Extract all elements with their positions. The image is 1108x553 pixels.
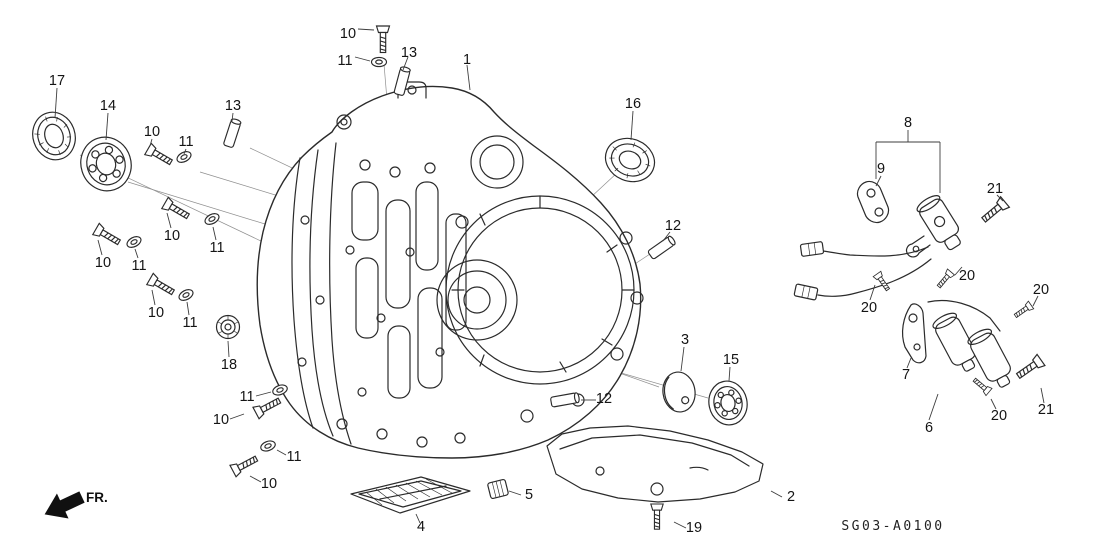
washer-11 (202, 210, 222, 228)
callout-label: 13 (225, 98, 241, 114)
callout-label: 10 (261, 476, 277, 492)
callout-label: 1 (463, 52, 471, 68)
washer-11 (176, 286, 196, 304)
bracket-7 (901, 303, 927, 364)
callout-label: 21 (987, 181, 1003, 197)
harness-connector (793, 283, 819, 301)
callout-label: 10 (144, 124, 160, 140)
front-direction-indicator: FR. (44, 490, 108, 519)
callout-label: 11 (182, 315, 197, 331)
fr-label: FR. (86, 490, 108, 505)
flange-bolt-10 (92, 222, 123, 249)
torque-converter-cover-2 (546, 425, 764, 503)
solenoid-8-assembly (905, 195, 961, 258)
callout-label: 11 (286, 449, 301, 465)
callout-label: 15 (723, 352, 739, 368)
callout-label: 19 (686, 520, 702, 536)
bolt-21 (1013, 353, 1046, 383)
oil-seal-16 (604, 137, 656, 183)
flange-bolt-10 (252, 394, 284, 420)
drain-bolt-19 (650, 503, 664, 530)
callout-label: 20 (991, 408, 1007, 424)
callout-label: 11 (178, 134, 193, 150)
callout-label: 2 (787, 489, 795, 505)
sealing-cap-3 (662, 371, 696, 413)
callout-label: 6 (925, 420, 933, 436)
bolt-20 (1012, 300, 1035, 321)
callout-label: 9 (877, 161, 885, 177)
callout-label: 10 (213, 412, 229, 428)
callout-label: 3 (681, 332, 689, 348)
solenoid-6-assembly (927, 299, 1011, 388)
bearing-15 (708, 380, 748, 426)
bolt-21 (978, 196, 1010, 226)
leader-lines (54, 28, 1045, 529)
callout-label: 5 (525, 487, 533, 503)
transmission-case (256, 81, 644, 459)
ball-bearing-14 (80, 136, 132, 192)
harness-connector (799, 241, 825, 257)
callouts: 10 11 13 1 17 14 13 10 11 16 8 9 21 12 1… (49, 26, 1054, 536)
callout-label: 11 (209, 240, 224, 256)
callout-label: 11 (131, 258, 146, 274)
callout-label: 11 (239, 389, 254, 405)
bolt-20 (872, 270, 893, 293)
callout-label: 11 (337, 53, 352, 69)
callout-label: 17 (49, 73, 65, 89)
flange-bolt-10 (146, 272, 177, 299)
fr-arrow-icon (44, 491, 85, 519)
diagram-code: SG03-A0100 (841, 519, 944, 534)
bolt-20 (934, 268, 955, 291)
callout-label: 14 (100, 98, 116, 114)
callout-label: 12 (596, 391, 612, 407)
washer-11 (124, 233, 144, 251)
flange-bolt-10 (229, 452, 261, 478)
callout-label: 20 (959, 268, 975, 284)
washer-11 (370, 56, 388, 68)
callout-label: 21 (1038, 402, 1054, 418)
callout-label: 10 (340, 26, 356, 42)
callout-label: 4 (417, 519, 425, 535)
washer-11 (258, 438, 278, 454)
callout-label: 20 (1033, 282, 1049, 298)
filter-5 (487, 478, 509, 500)
callout-label: 10 (95, 255, 111, 271)
flange-bolt-10 (375, 25, 391, 54)
dowel-pin-13 (222, 117, 243, 149)
joint-9 (856, 180, 890, 224)
callout-label: 16 (625, 96, 641, 112)
callout-label: 13 (401, 45, 417, 61)
oil-seal-17 (32, 111, 76, 161)
washer-11 (174, 148, 194, 166)
solenoid-harness (793, 241, 932, 301)
dowel-pin-12 (646, 234, 677, 261)
callout-label: 8 (904, 115, 912, 131)
callout-label: 18 (221, 357, 237, 373)
grommet-18 (215, 314, 241, 340)
callout-label: 20 (861, 300, 877, 316)
flange-bolt-10 (144, 142, 175, 169)
strainer-4 (350, 476, 471, 514)
callout-label: 12 (665, 218, 681, 234)
callout-label: 7 (902, 367, 910, 383)
callout-label: 10 (148, 305, 164, 321)
callout-label: 10 (164, 228, 180, 244)
